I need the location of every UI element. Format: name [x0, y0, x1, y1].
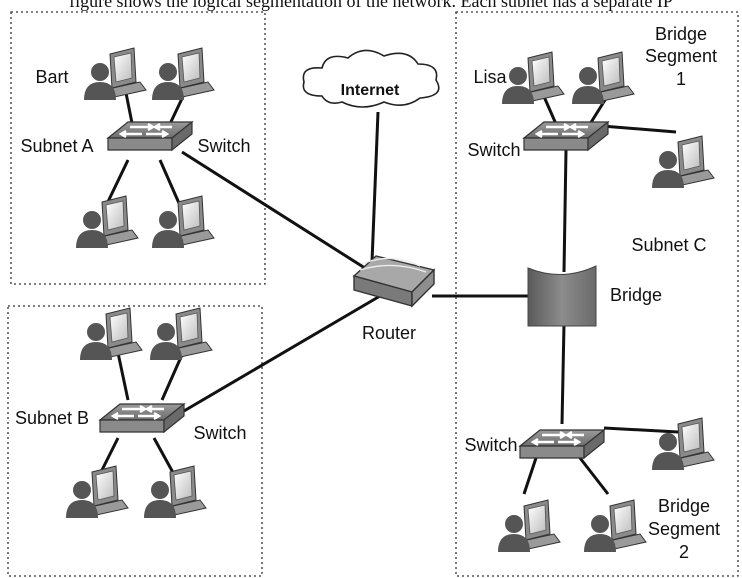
- subnet-a-switch-icon: [106, 120, 194, 152]
- segment-2-title-line1: Bridge: [658, 496, 710, 516]
- workstation-icon: [651, 417, 715, 471]
- subnet-b-region: [7, 305, 263, 577]
- subnet-c-region: [455, 11, 739, 577]
- segment-1-switch-icon: [522, 120, 610, 152]
- workstation-icon: [79, 307, 143, 361]
- workstation-icon: [497, 499, 561, 553]
- workstation-icon: [75, 195, 139, 249]
- network-links: [96, 87, 679, 495]
- subnet-b-switch-label: Switch: [193, 423, 246, 443]
- segment-2-switch-icon: [518, 428, 606, 460]
- lisa-label: Lisa: [473, 67, 507, 87]
- workstation-icon: [151, 47, 215, 101]
- workstation-icon: [571, 51, 635, 105]
- segment-2-switch-label: Switch: [464, 435, 517, 455]
- subnet-b-switch-icon: [98, 402, 186, 434]
- bart-label: Bart: [35, 67, 68, 87]
- workstation-icon: [583, 499, 647, 553]
- bart-workstation-icon: [83, 47, 147, 101]
- workstation-icon: [65, 465, 129, 519]
- segment-1-title-line2: Segment: [645, 46, 717, 66]
- top-caption: figure shows the logical segmentation of…: [69, 0, 673, 11]
- lisa-workstation-icon: [501, 51, 565, 105]
- bridge-icon: [527, 265, 597, 327]
- subnet-a-switch-label: Switch: [197, 136, 250, 156]
- segment-1-title-line3: 1: [676, 69, 686, 89]
- workstation-icon: [143, 465, 207, 519]
- workstation-icon: [149, 307, 213, 361]
- workstation-icon: [651, 135, 715, 189]
- internet-cloud-icon: [302, 49, 440, 108]
- segment-1-title-line1: Bridge: [655, 24, 707, 44]
- router-icon: [352, 255, 436, 308]
- segment-1-switch-label: Switch: [467, 140, 520, 160]
- segment-2-title-line2: Segment: [648, 519, 720, 539]
- subnet-b-label: Subnet B: [15, 408, 89, 428]
- subnet-a-label: Subnet A: [20, 136, 93, 156]
- router-label: Router: [362, 323, 416, 343]
- bridge-label: Bridge: [610, 285, 662, 305]
- subnet-a-region: [10, 11, 266, 285]
- workstation-icon: [151, 195, 215, 249]
- segment-2-title-line3: 2: [679, 542, 689, 562]
- subnet-c-label: Subnet C: [631, 235, 706, 255]
- internet-label: Internet: [341, 82, 400, 99]
